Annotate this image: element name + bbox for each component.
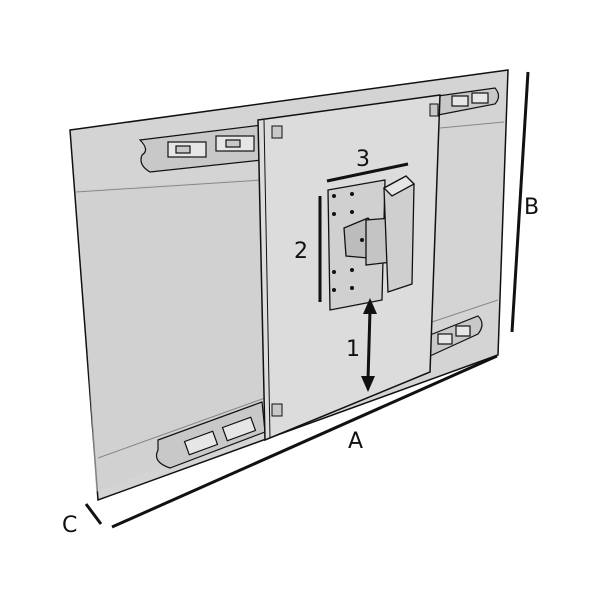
plate-tab: [429, 103, 439, 117]
label-b: B: [524, 195, 539, 220]
label-1: 1: [346, 337, 360, 362]
dimension-line-c: [84, 503, 103, 525]
plate-edge: [263, 119, 271, 439]
label-3: 3: [356, 147, 370, 172]
dimension-line-3: [326, 162, 409, 183]
panel-fold-line: [75, 179, 263, 193]
back-panel-shade: [78, 178, 265, 492]
dimension-arrow-1: [361, 298, 377, 392]
label-c: C: [62, 513, 77, 538]
vesa-bracket: [327, 175, 416, 311]
dimension-line-a: [111, 354, 498, 529]
plate-tab: [271, 403, 283, 417]
label-a: A: [348, 429, 363, 454]
plate-tab: [271, 125, 283, 139]
dimension-line-b: [510, 71, 530, 333]
panel-fold-line: [431, 299, 499, 323]
bracket-bottom-left: [155, 401, 266, 469]
bracket-top-left: [138, 124, 263, 173]
panel-fold-line: [439, 121, 505, 129]
bracket-bottom-right: [429, 315, 483, 357]
label-2: 2: [294, 239, 308, 264]
bracket-top-right: [437, 87, 500, 116]
panel-fold-line: [97, 397, 266, 459]
